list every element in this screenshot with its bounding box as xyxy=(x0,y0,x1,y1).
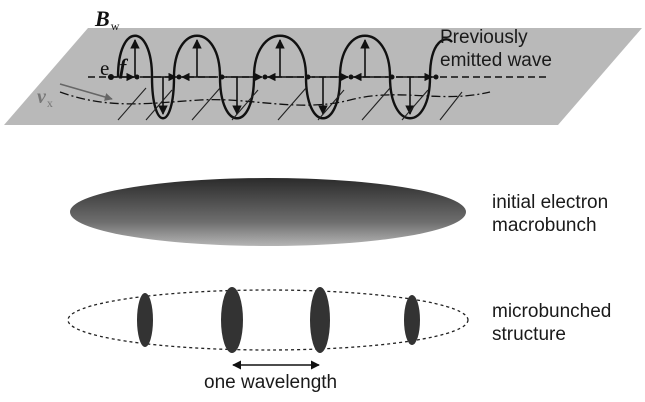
microbunch-envelope xyxy=(67,289,469,351)
microbunch-3 xyxy=(310,287,330,353)
microbunch-4 xyxy=(404,295,420,345)
initial-macrobunch-label: initial electron macrobunch xyxy=(492,191,608,237)
microbunched-structure-line-2: structure xyxy=(492,324,566,345)
microbunch-1 xyxy=(137,293,153,347)
initial-macrobunch xyxy=(70,178,466,246)
initial-macrobunch-line-2: macrobunch xyxy=(492,215,597,236)
b-field-subscript: w xyxy=(110,19,120,33)
electron-marker xyxy=(108,74,114,80)
field-arrows xyxy=(130,39,415,115)
b-field-symbol: B xyxy=(95,6,110,31)
previously-emitted-wave-label: Previously emitted wave xyxy=(440,26,552,72)
microbunch-2 xyxy=(221,287,243,353)
force-symbol: f xyxy=(119,54,127,79)
microbunched-structure-label: microbunched structure xyxy=(492,300,611,346)
magnetic-field-wave xyxy=(116,34,453,120)
microbunches xyxy=(137,287,420,353)
velocity-symbol: v xyxy=(37,86,46,108)
b-field-label: Bw xyxy=(95,6,119,34)
electron-symbol: e xyxy=(100,56,110,80)
axis-dots xyxy=(134,74,439,80)
microbunched-structure-line-1: microbunched xyxy=(492,301,612,322)
previously-emitted-wave-line-2: emitted wave xyxy=(440,50,552,71)
velocity-vector xyxy=(59,83,113,101)
velocity-subscript: x xyxy=(46,96,53,110)
diagonal-lines xyxy=(117,87,463,121)
electron-trajectory xyxy=(59,91,491,106)
previously-emitted-wave-line-1: Previously xyxy=(440,27,528,48)
initial-macrobunch-line-1: initial electron xyxy=(492,192,609,213)
velocity-label: vx xyxy=(37,86,53,111)
one-wavelength-label: one wavelength xyxy=(204,372,338,393)
